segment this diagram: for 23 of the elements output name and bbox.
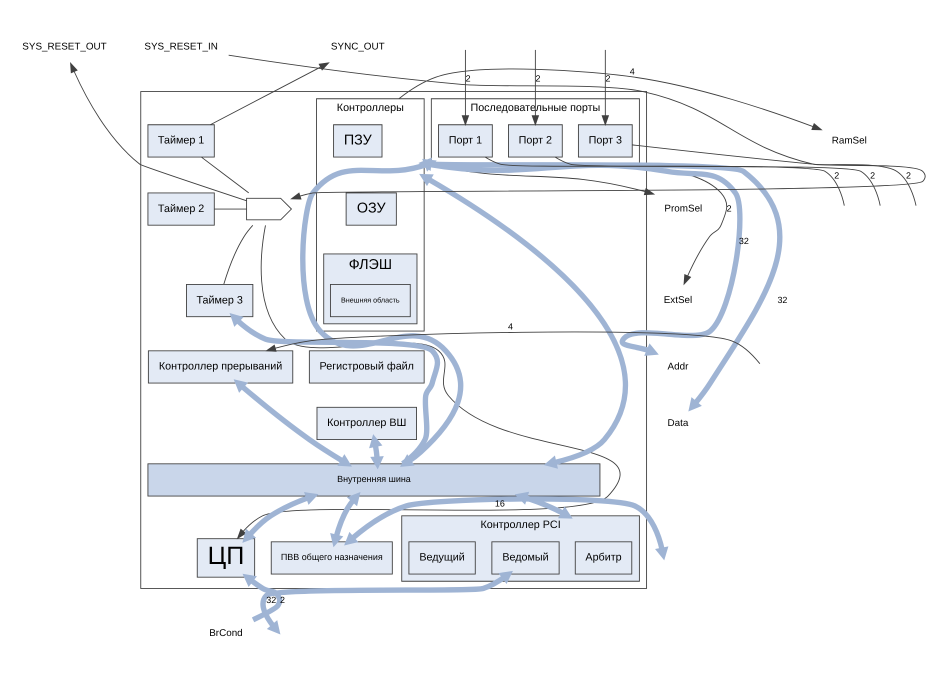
edge-label: 4 bbox=[630, 66, 635, 76]
edge-label: 2 bbox=[280, 594, 285, 604]
edge-label: 2 bbox=[466, 73, 471, 84]
node-text: Data bbox=[668, 417, 688, 428]
edge-label: 2 bbox=[834, 170, 840, 180]
edge-label: 2 bbox=[870, 170, 876, 180]
edge-label: 32 bbox=[738, 236, 749, 246]
node-text: BrCond bbox=[209, 627, 243, 638]
node-text: PromSel bbox=[664, 203, 702, 214]
edge-label: 2 bbox=[606, 73, 611, 84]
edge-label: 2 bbox=[726, 202, 732, 213]
node-text: SYNC_OUT bbox=[330, 40, 385, 52]
edge-label: 2 bbox=[536, 73, 541, 84]
edge-label: 32 bbox=[266, 594, 276, 604]
node-text: ExtSel bbox=[664, 294, 692, 306]
node-text: SYS_RESET_OUT bbox=[22, 40, 107, 52]
edge-label: 4 bbox=[508, 321, 513, 332]
edge-label: 16 bbox=[494, 498, 505, 508]
edge-label: 32 bbox=[777, 294, 788, 304]
node-text: SYS_RESET_IN bbox=[144, 40, 218, 52]
node-text: Addr bbox=[668, 360, 688, 372]
node-text: RamSel bbox=[832, 134, 867, 146]
edge-label: 2 bbox=[906, 170, 911, 180]
